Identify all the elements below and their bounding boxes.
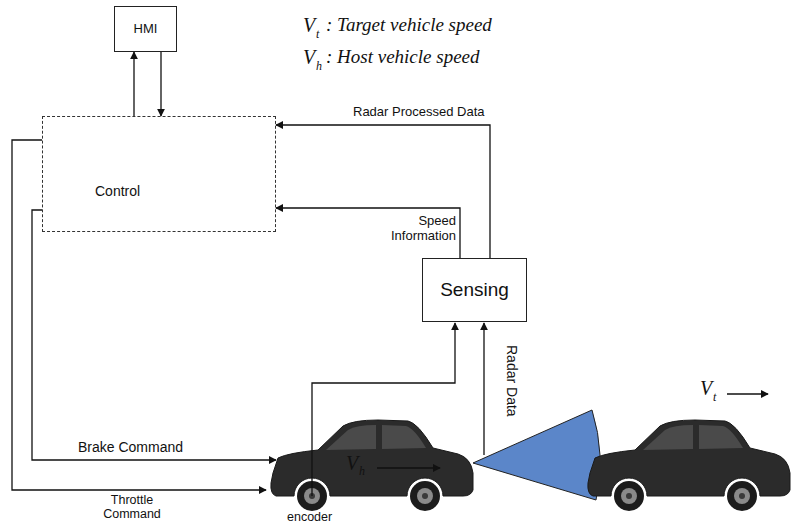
radar-beam [473,410,600,500]
encoder-wire [312,323,455,496]
subscript: h [359,465,365,478]
signal-arrow [133,52,134,116]
symbol: V [346,452,358,474]
node-label: HMI [134,22,158,37]
symbol: V [303,14,315,36]
speed-arrow [377,467,440,468]
legend-text: : Host vehicle speed [326,47,480,68]
symbol: V [700,377,712,399]
subscript: t [713,391,716,404]
signal-arrow [160,52,161,116]
subscript: t [316,28,319,41]
throttle-wire [12,140,266,490]
sensor-name: encoder [287,511,332,525]
signal-name: Speed Information [375,213,457,243]
node-label: Control [95,183,140,199]
control-box: Control [42,116,276,232]
host-vehicle [271,420,473,511]
speed-arrow [727,393,768,394]
symbol: V [303,46,315,68]
legend-text: : Target vehicle speed [326,15,492,36]
brake-wire [32,210,276,460]
signal-name: Brake Command [78,440,183,455]
radar-wire [483,323,484,455]
node-label: Sensing [440,279,509,301]
signal-name: Throttle Command [96,494,168,522]
signal-name: Radar Data [504,345,519,417]
subscript: h [316,60,322,73]
signal-arrow [276,125,490,258]
signal-name: Radar Processed Data [352,104,486,119]
hmi-box: HMI [114,6,177,52]
signal-arrow [276,208,460,258]
target-vehicle [588,420,790,511]
sensing-box: Sensing [422,258,527,322]
